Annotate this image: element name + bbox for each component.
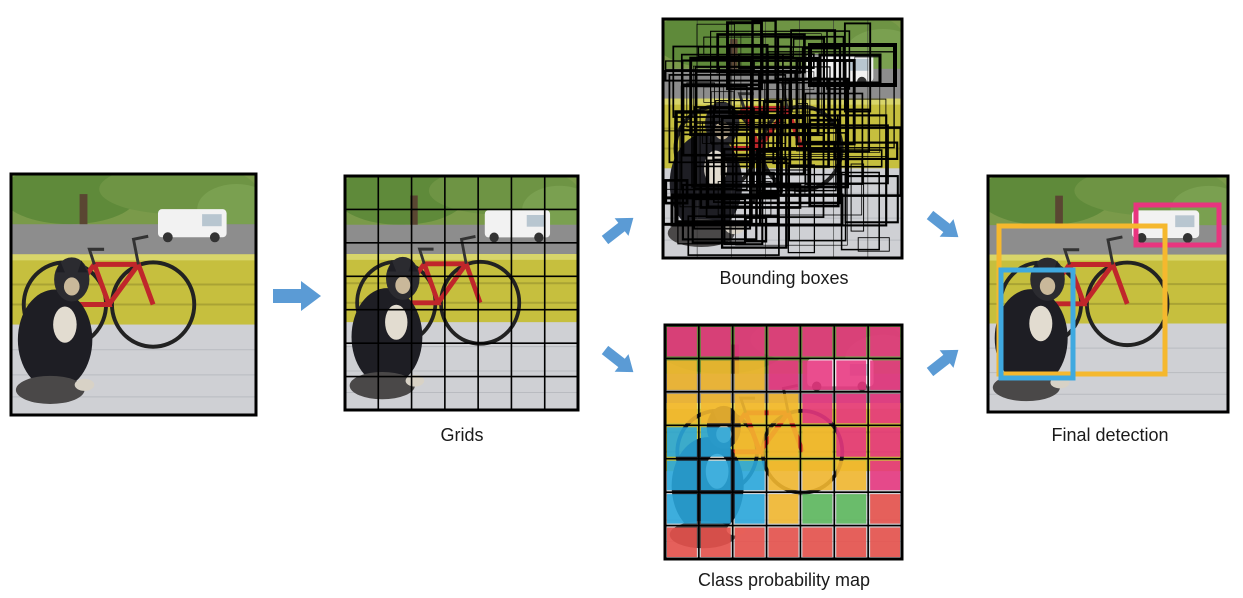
class-cell-blue (734, 460, 765, 491)
class-cell-yellow (667, 393, 697, 424)
class-cell-yellow (768, 393, 799, 424)
class-cell-yellow (734, 427, 765, 457)
candidate-box (833, 141, 899, 160)
candidate-box (702, 121, 787, 144)
caption-bounding-boxes: Bounding boxes (719, 268, 849, 288)
bounding-box-overlay (661, 19, 903, 258)
class-cell-pink (802, 327, 833, 357)
class-cell-pink (667, 327, 697, 357)
class-cell-pink (836, 360, 867, 390)
class-cell-yellow (734, 360, 765, 390)
class-cell-pink (870, 327, 900, 357)
class-cell-red (836, 527, 867, 557)
class-cell-red (870, 527, 900, 557)
detection-box-dog (998, 267, 1076, 381)
class-cell-green (802, 494, 833, 524)
candidate-box (735, 123, 837, 192)
candidate-box (767, 51, 895, 149)
candidate-box (735, 154, 848, 246)
final-detection-image (986, 174, 1230, 414)
arrow-input-to-grids (273, 281, 321, 311)
class-cell-yellow (768, 427, 799, 457)
arrow-grids-to-class-map (598, 341, 641, 382)
class-cell-blue (667, 427, 697, 457)
candidate-box (801, 47, 842, 144)
class-cell-pink (768, 360, 799, 390)
class-cell-blue (734, 494, 765, 524)
class-cell-yellow (802, 460, 833, 491)
class-cell-yellow (700, 393, 731, 424)
arrow-class-map-to-final (923, 340, 966, 381)
caption-class-probability-map: Class probability map (697, 570, 871, 590)
candidate-box (696, 23, 735, 125)
class-cell-pink (870, 393, 900, 424)
class-cell-yellow (734, 393, 765, 424)
class-cell-green (836, 494, 867, 524)
class-cell-red (870, 494, 900, 524)
input-image (9, 172, 258, 417)
candidate-box (670, 193, 844, 227)
candidate-box (687, 215, 780, 256)
candidate-box (726, 21, 763, 91)
candidate-box (689, 56, 820, 137)
candidate-box (857, 237, 890, 252)
candidate-box (826, 30, 851, 90)
class-cell-yellow (768, 460, 799, 491)
class-cell-pink (802, 393, 833, 424)
candidate-box (674, 110, 753, 224)
class-cell-pink (870, 460, 900, 491)
class-cell-red (700, 527, 731, 557)
class-cell-yellow (768, 494, 799, 524)
candidate-box (680, 85, 748, 191)
class-cell-pink (836, 393, 867, 424)
arrow-bounding-boxes-to-final (923, 206, 966, 247)
candidate-box (686, 82, 715, 128)
class-cell-blue (700, 427, 731, 457)
arrow-grids-to-bounding-boxes (598, 208, 641, 249)
class-cell-pink (802, 360, 833, 390)
class-cell-pink (700, 327, 731, 357)
candidate-box (787, 164, 816, 254)
class-cell-red (734, 527, 765, 557)
caption-grids: Grids (440, 425, 484, 445)
class-cell-blue (700, 494, 731, 524)
class-cell-pink (870, 360, 900, 390)
class-cell-pink (836, 327, 867, 357)
candidate-box (665, 60, 755, 71)
class-cell-blue (667, 460, 697, 491)
class-cell-pink (836, 427, 867, 457)
class-cell-pink (870, 427, 900, 457)
class-cell-yellow (802, 427, 833, 457)
candidate-box (681, 83, 762, 157)
candidate-box (850, 163, 865, 232)
class-cell-red (802, 527, 833, 557)
class-cell-yellow (836, 460, 867, 491)
grid-overlay (345, 176, 578, 410)
candidate-box (808, 43, 897, 87)
class-cell-pink (768, 327, 799, 357)
candidate-box (664, 70, 797, 82)
class-probability-cells (665, 325, 902, 559)
candidate-box (710, 30, 835, 129)
candidate-box (681, 183, 758, 241)
candidate-box (818, 53, 882, 85)
class-cell-red (768, 527, 799, 557)
candidate-box (843, 22, 872, 113)
bounding-boxes-image (661, 17, 904, 260)
class-cell-yellow (700, 360, 731, 390)
class-cell-red (667, 527, 697, 557)
class-cell-pink (734, 327, 765, 357)
candidate-box (757, 159, 863, 216)
class-cell-blue (700, 460, 731, 491)
candidate-box (764, 98, 887, 158)
class-cell-blue (667, 494, 697, 524)
class-cell-yellow (667, 360, 697, 390)
caption-final-detection: Final detection (1051, 425, 1169, 445)
grids-image (343, 174, 580, 412)
class-probability-map-image (663, 323, 904, 561)
candidate-box (712, 107, 755, 203)
candidate-box (761, 35, 845, 84)
